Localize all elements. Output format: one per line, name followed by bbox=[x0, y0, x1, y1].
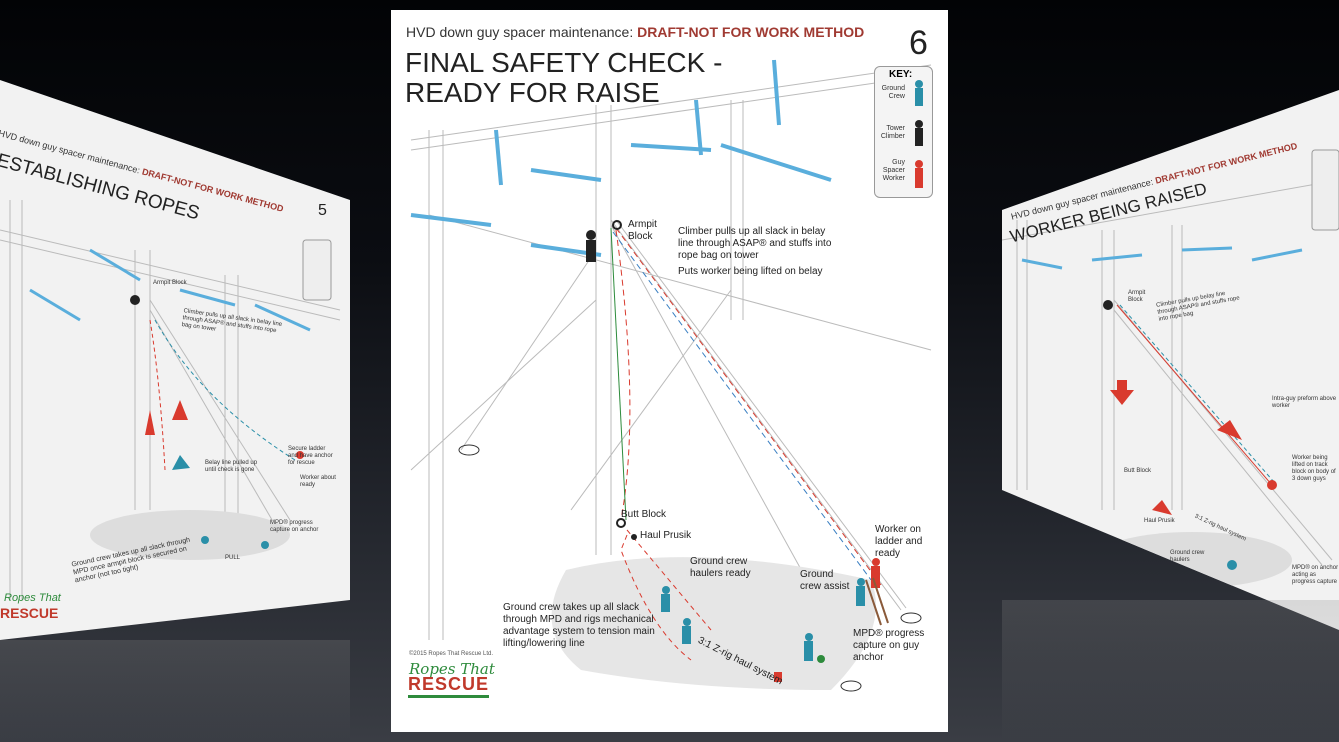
right-butt-block: Butt Block bbox=[1124, 468, 1152, 474]
tower-climber-key-icon bbox=[915, 120, 923, 146]
page-number: 6 bbox=[909, 24, 928, 62]
right-armpit-label: Armpit Block bbox=[1128, 290, 1146, 303]
ground-crew-haulers-label: Ground crew haulers ready bbox=[690, 556, 751, 579]
main-slide-illustration bbox=[410, 59, 932, 692]
anchor-plate-icon bbox=[840, 680, 862, 692]
page-title-line1: FINAL SAFETY CHECK - bbox=[405, 47, 723, 78]
left-logo-top: Ropes That bbox=[4, 592, 61, 604]
left-page-number: 5 bbox=[318, 202, 327, 219]
guy-spacer-worker-key-icon bbox=[915, 160, 923, 188]
key-tower-climber-label: Tower Climber bbox=[880, 125, 905, 140]
worker-ladder-label: Worker on ladder and ready bbox=[875, 524, 923, 559]
left-slide-illustration bbox=[0, 200, 341, 600]
ground-crew-assist-figure bbox=[856, 578, 865, 606]
anchor-plate-icon bbox=[458, 444, 480, 456]
key-legend: KEY: Ground Crew Tower Climber Guy Space… bbox=[874, 66, 933, 198]
ground-crew-figure-2 bbox=[682, 618, 691, 644]
armpit-block-label: Armpit Block bbox=[628, 219, 657, 242]
ground-crew-figure-1 bbox=[661, 586, 670, 612]
page-title-line2: READY FOR RAISE bbox=[405, 77, 660, 108]
logo-bottom: RESCUE bbox=[408, 674, 490, 698]
ground-crew-mpd-figure bbox=[804, 633, 813, 661]
butt-block-label: Butt Block bbox=[621, 509, 667, 520]
mpd-device-icon bbox=[817, 655, 825, 663]
left-secure-ladder: Secure ladder and have anchor for rescue bbox=[288, 446, 333, 466]
ground-crew-note: Ground crew takes up all slack through M… bbox=[503, 602, 655, 649]
left-slide-panel[interactable]: HVD down guy spacer maintenance: DRAFT-N… bbox=[0, 80, 350, 640]
tower-climber-figure bbox=[586, 230, 596, 262]
ground-crew-key-icon bbox=[915, 80, 923, 106]
key-guy-spacer-label: Guy Spacer Worker bbox=[882, 159, 905, 182]
logo-top: Ropes That bbox=[409, 660, 495, 678]
header-prefix: HVD down guy spacer maintenance: bbox=[406, 24, 634, 40]
right-slide-panel[interactable]: HVD down guy spacer maintenance: DRAFT-N… bbox=[1002, 90, 1339, 630]
right-panel-reflection bbox=[1002, 600, 1339, 742]
ground-crew-assist-label: Ground crew assist bbox=[800, 569, 850, 592]
mpd-capture-label: MPD® progress capture on guy anchor bbox=[853, 628, 925, 663]
left-armpit-label: Armpit Block bbox=[153, 280, 187, 286]
right-ground-haulers: Ground crew haulers bbox=[1170, 550, 1205, 563]
rope-bag-icon bbox=[774, 672, 782, 682]
header-draft-warning: DRAFT-NOT FOR WORK METHOD bbox=[637, 24, 865, 40]
left-worker-ready: Worker about ready bbox=[300, 475, 336, 488]
left-pull-label: PULL bbox=[225, 555, 241, 561]
puts-worker-note: Puts worker being lifted on belay bbox=[678, 266, 823, 277]
page-title: FINAL SAFETY CHECK - READY FOR RAISE bbox=[405, 48, 722, 108]
right-haul-prusik: Haul Prusik bbox=[1144, 518, 1175, 524]
main-header: HVD down guy spacer maintenance: DRAFT-N… bbox=[406, 24, 864, 40]
haul-prusik-label: Haul Prusik bbox=[640, 530, 692, 541]
right-intra-guy: Intra-guy preform above worker bbox=[1272, 396, 1337, 409]
right-worker-lifted: Worker being lifted on track block on bo… bbox=[1292, 455, 1336, 482]
main-slide-panel[interactable]: HVD down guy spacer maintenance: DRAFT-N… bbox=[391, 10, 948, 732]
right-mpd-note: MPD® on anchor acting as progress captur… bbox=[1292, 565, 1339, 585]
left-belay-note: Belay line pulled up until check is gone bbox=[205, 460, 258, 473]
ladder-icon bbox=[865, 577, 889, 626]
key-ground-crew-label: Ground Crew bbox=[881, 85, 905, 100]
left-panel-reflection bbox=[0, 640, 350, 742]
anchor-plate-icon bbox=[900, 612, 922, 624]
right-logo-bottom: RESCUE bbox=[1010, 536, 1061, 550]
climber-note: Climber pulls up all slack in belay line… bbox=[678, 226, 832, 261]
left-logo-bottom: RESCUE bbox=[0, 605, 59, 621]
key-title: KEY: bbox=[889, 69, 913, 80]
guy-spacer-worker-figure bbox=[871, 558, 880, 588]
left-mpd-note: MPD® progress capture on anchor bbox=[270, 520, 319, 533]
copyright: ©2015 Ropes That Rescue Ltd. bbox=[409, 651, 494, 657]
